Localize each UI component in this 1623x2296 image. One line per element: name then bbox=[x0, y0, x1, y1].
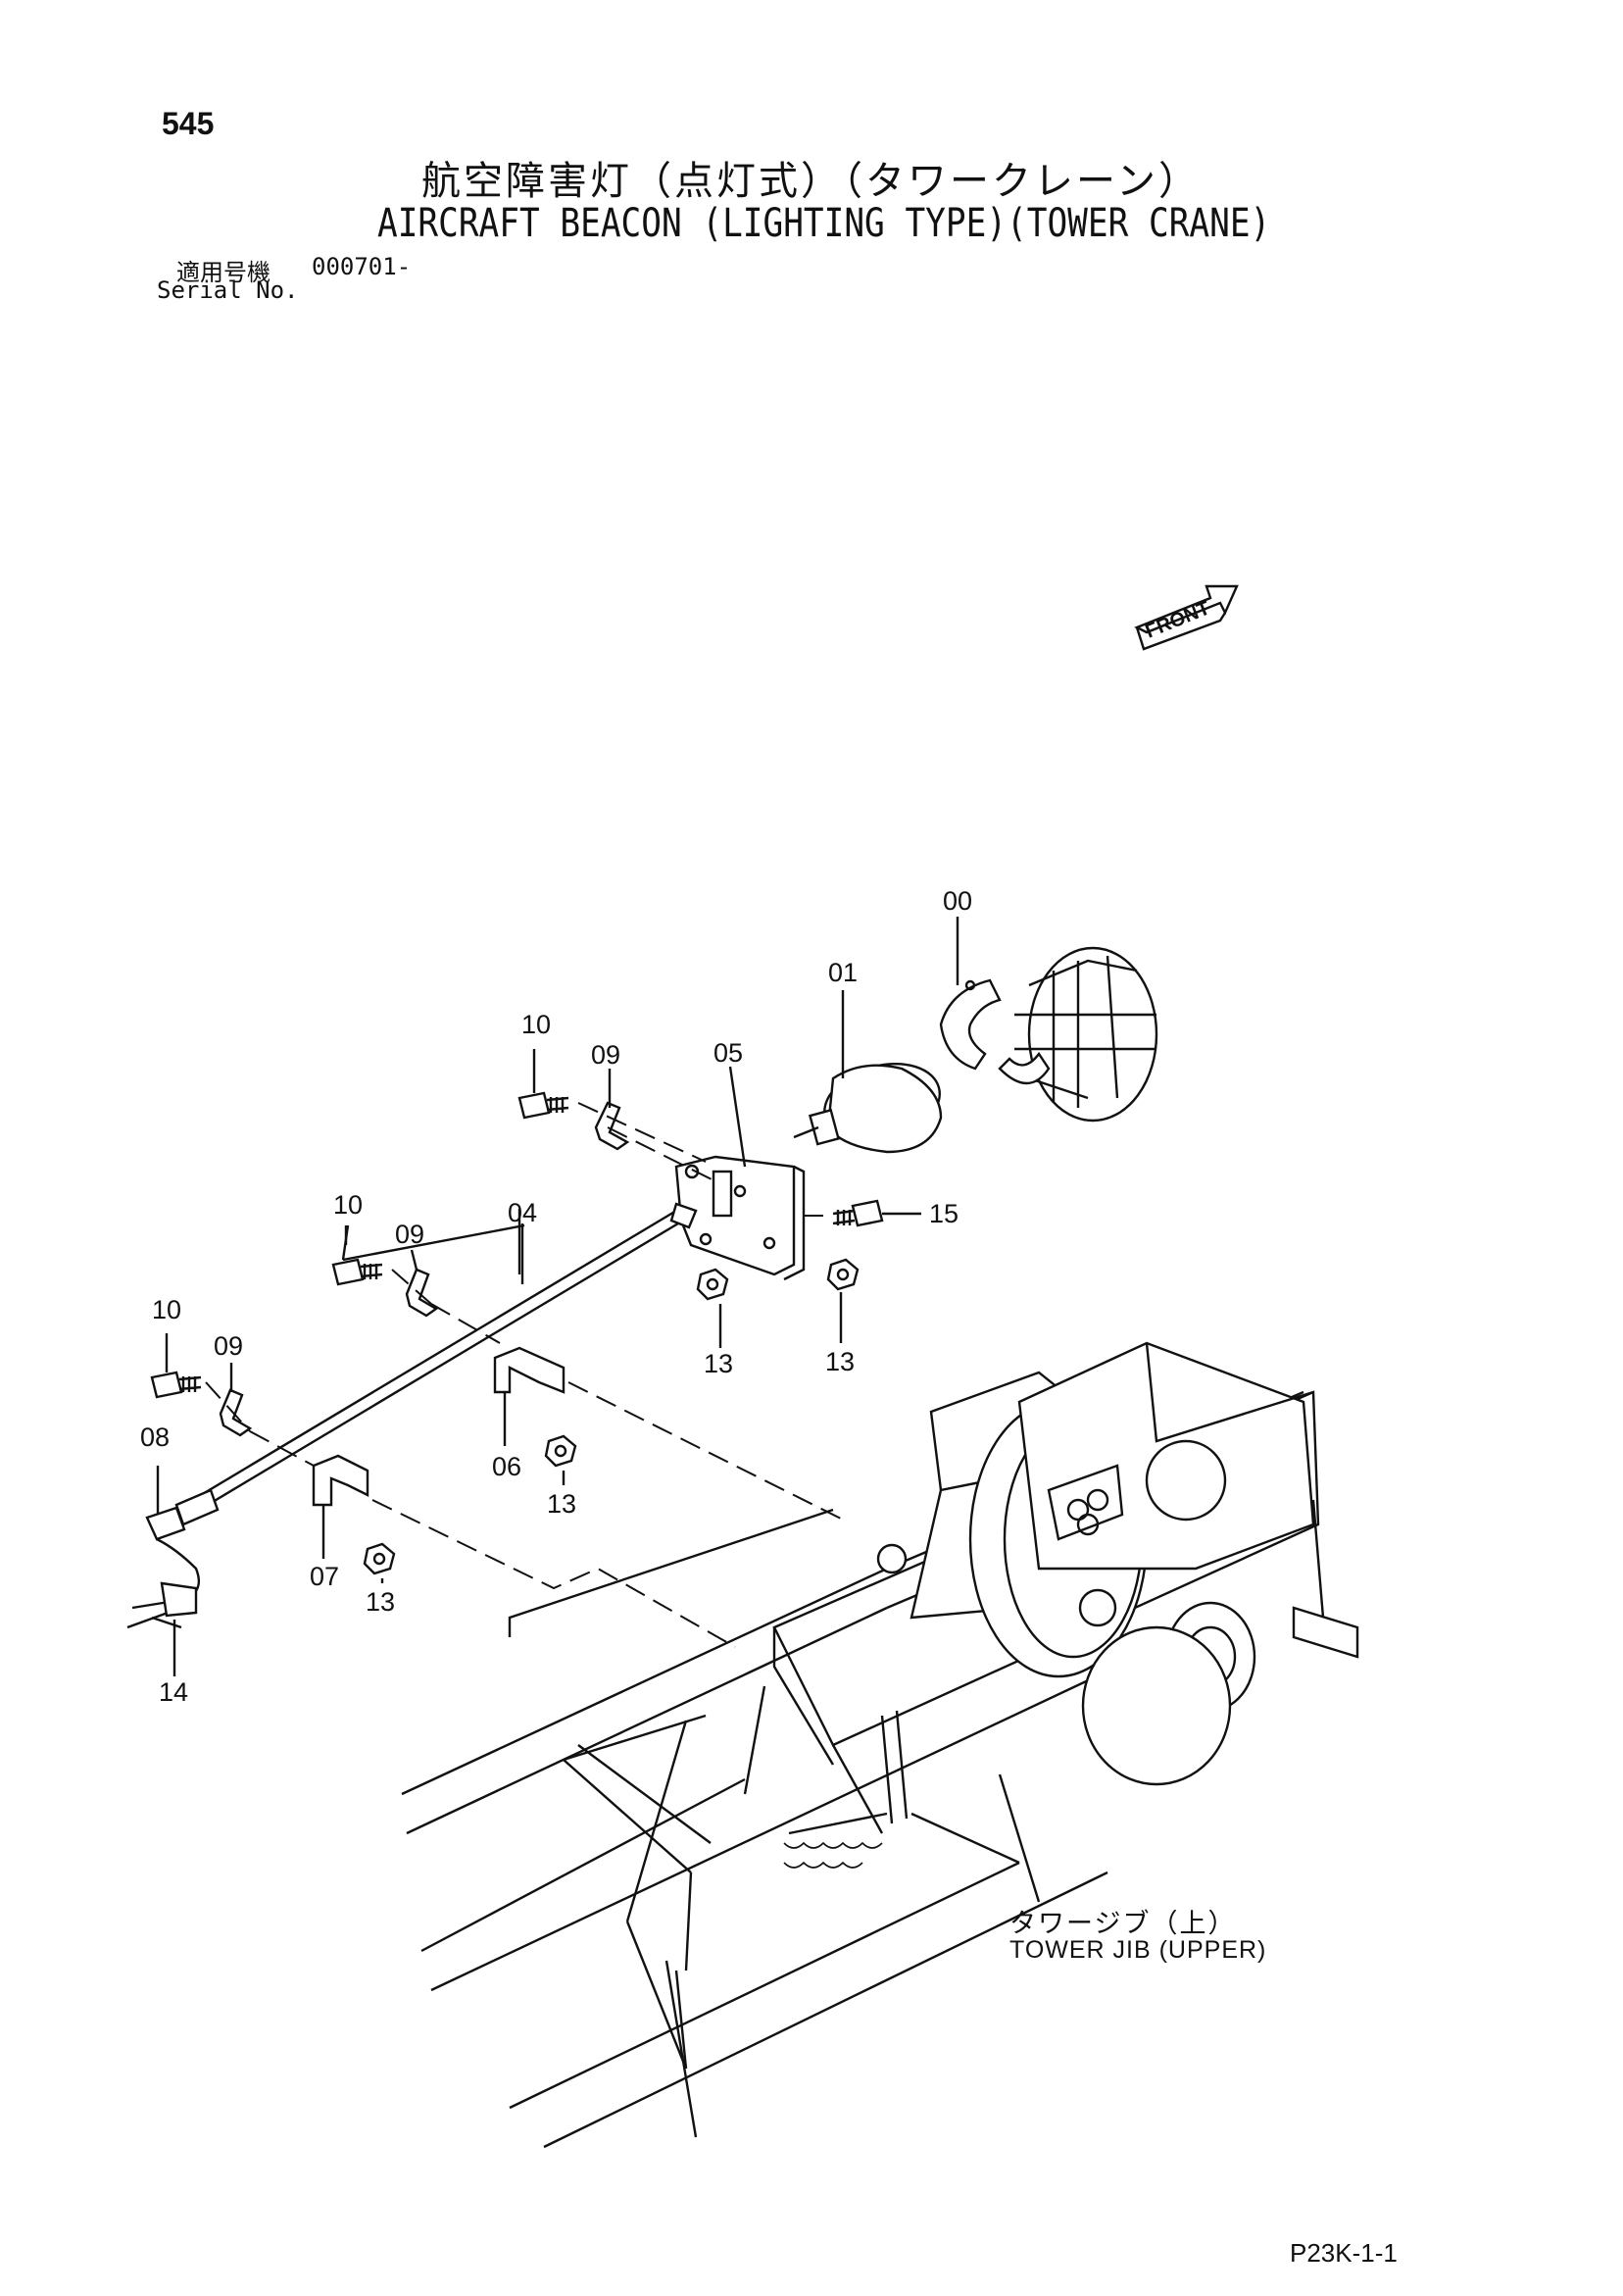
serial-label-japanese: 適用号機 bbox=[176, 259, 270, 286]
bolt-bottom bbox=[150, 1371, 202, 1399]
tower-jib-structure bbox=[401, 1341, 1359, 2149]
bracket-06 bbox=[493, 1346, 566, 1394]
nut-2 bbox=[826, 1258, 860, 1291]
nut-1 bbox=[696, 1268, 729, 1301]
callout-08: 08 bbox=[140, 1423, 170, 1452]
lamp-body bbox=[793, 1062, 943, 1154]
callout-13-2: 13 bbox=[825, 1347, 855, 1376]
callout-07: 07 bbox=[310, 1562, 339, 1591]
tower-jib-label-japanese: タワージブ（上） bbox=[1009, 1909, 1237, 1939]
page-number: 545 bbox=[162, 106, 215, 141]
beacon-cage bbox=[939, 946, 1158, 1123]
serial-label-english: Serial No. bbox=[157, 276, 299, 304]
callout-00: 00 bbox=[943, 886, 972, 916]
clip-top bbox=[594, 1101, 630, 1151]
callout-06: 06 bbox=[492, 1452, 521, 1481]
bolt-middle bbox=[331, 1258, 383, 1286]
conduit-pipe bbox=[174, 1202, 698, 1526]
callout-13-1: 13 bbox=[704, 1349, 733, 1378]
assembly-guide-lines bbox=[205, 1102, 844, 1648]
clip-middle bbox=[405, 1268, 439, 1318]
page-code: P23K-1-1 bbox=[1290, 2238, 1398, 2268]
bracket-07 bbox=[312, 1454, 369, 1507]
callout-10-top: 10 bbox=[521, 1010, 551, 1039]
callout-09-middle: 09 bbox=[395, 1220, 424, 1249]
callout-leader-lines bbox=[156, 917, 959, 1676]
callout-13-3: 13 bbox=[547, 1489, 576, 1519]
page-title-english: AIRCRAFT BEACON (LIGHTING TYPE)(TOWER CR… bbox=[377, 201, 1271, 246]
callout-10-middle: 10 bbox=[333, 1190, 363, 1220]
callout-13-4: 13 bbox=[366, 1587, 395, 1617]
bolt-15 bbox=[832, 1199, 884, 1227]
front-direction-arrow: FRONT bbox=[1134, 584, 1239, 651]
callout-15: 15 bbox=[929, 1199, 959, 1228]
callout-01: 01 bbox=[828, 958, 858, 987]
callout-numbers: 00 01 04 05 06 07 08 09 09 09 10 10 10 1… bbox=[140, 886, 972, 1707]
callout-14: 14 bbox=[159, 1677, 188, 1707]
nut-4 bbox=[363, 1542, 396, 1575]
cable-connector bbox=[126, 1506, 201, 1629]
callout-09-bottom: 09 bbox=[214, 1331, 243, 1361]
bolt-top bbox=[517, 1091, 569, 1120]
callout-10-bottom: 10 bbox=[152, 1295, 181, 1324]
clip-bottom bbox=[219, 1388, 253, 1437]
page-title-japanese: 航空障害灯（点灯式）（タワークレーン） bbox=[421, 159, 1201, 204]
tower-jib-label-english: TOWER JIB (UPPER) bbox=[1009, 1936, 1267, 1964]
callout-04: 04 bbox=[508, 1198, 537, 1227]
callout-05: 05 bbox=[713, 1038, 743, 1068]
callout-09-top: 09 bbox=[591, 1040, 620, 1070]
serial-number-value: 000701- bbox=[312, 253, 412, 280]
mounting-plate bbox=[674, 1155, 806, 1281]
nut-3 bbox=[544, 1434, 577, 1468]
